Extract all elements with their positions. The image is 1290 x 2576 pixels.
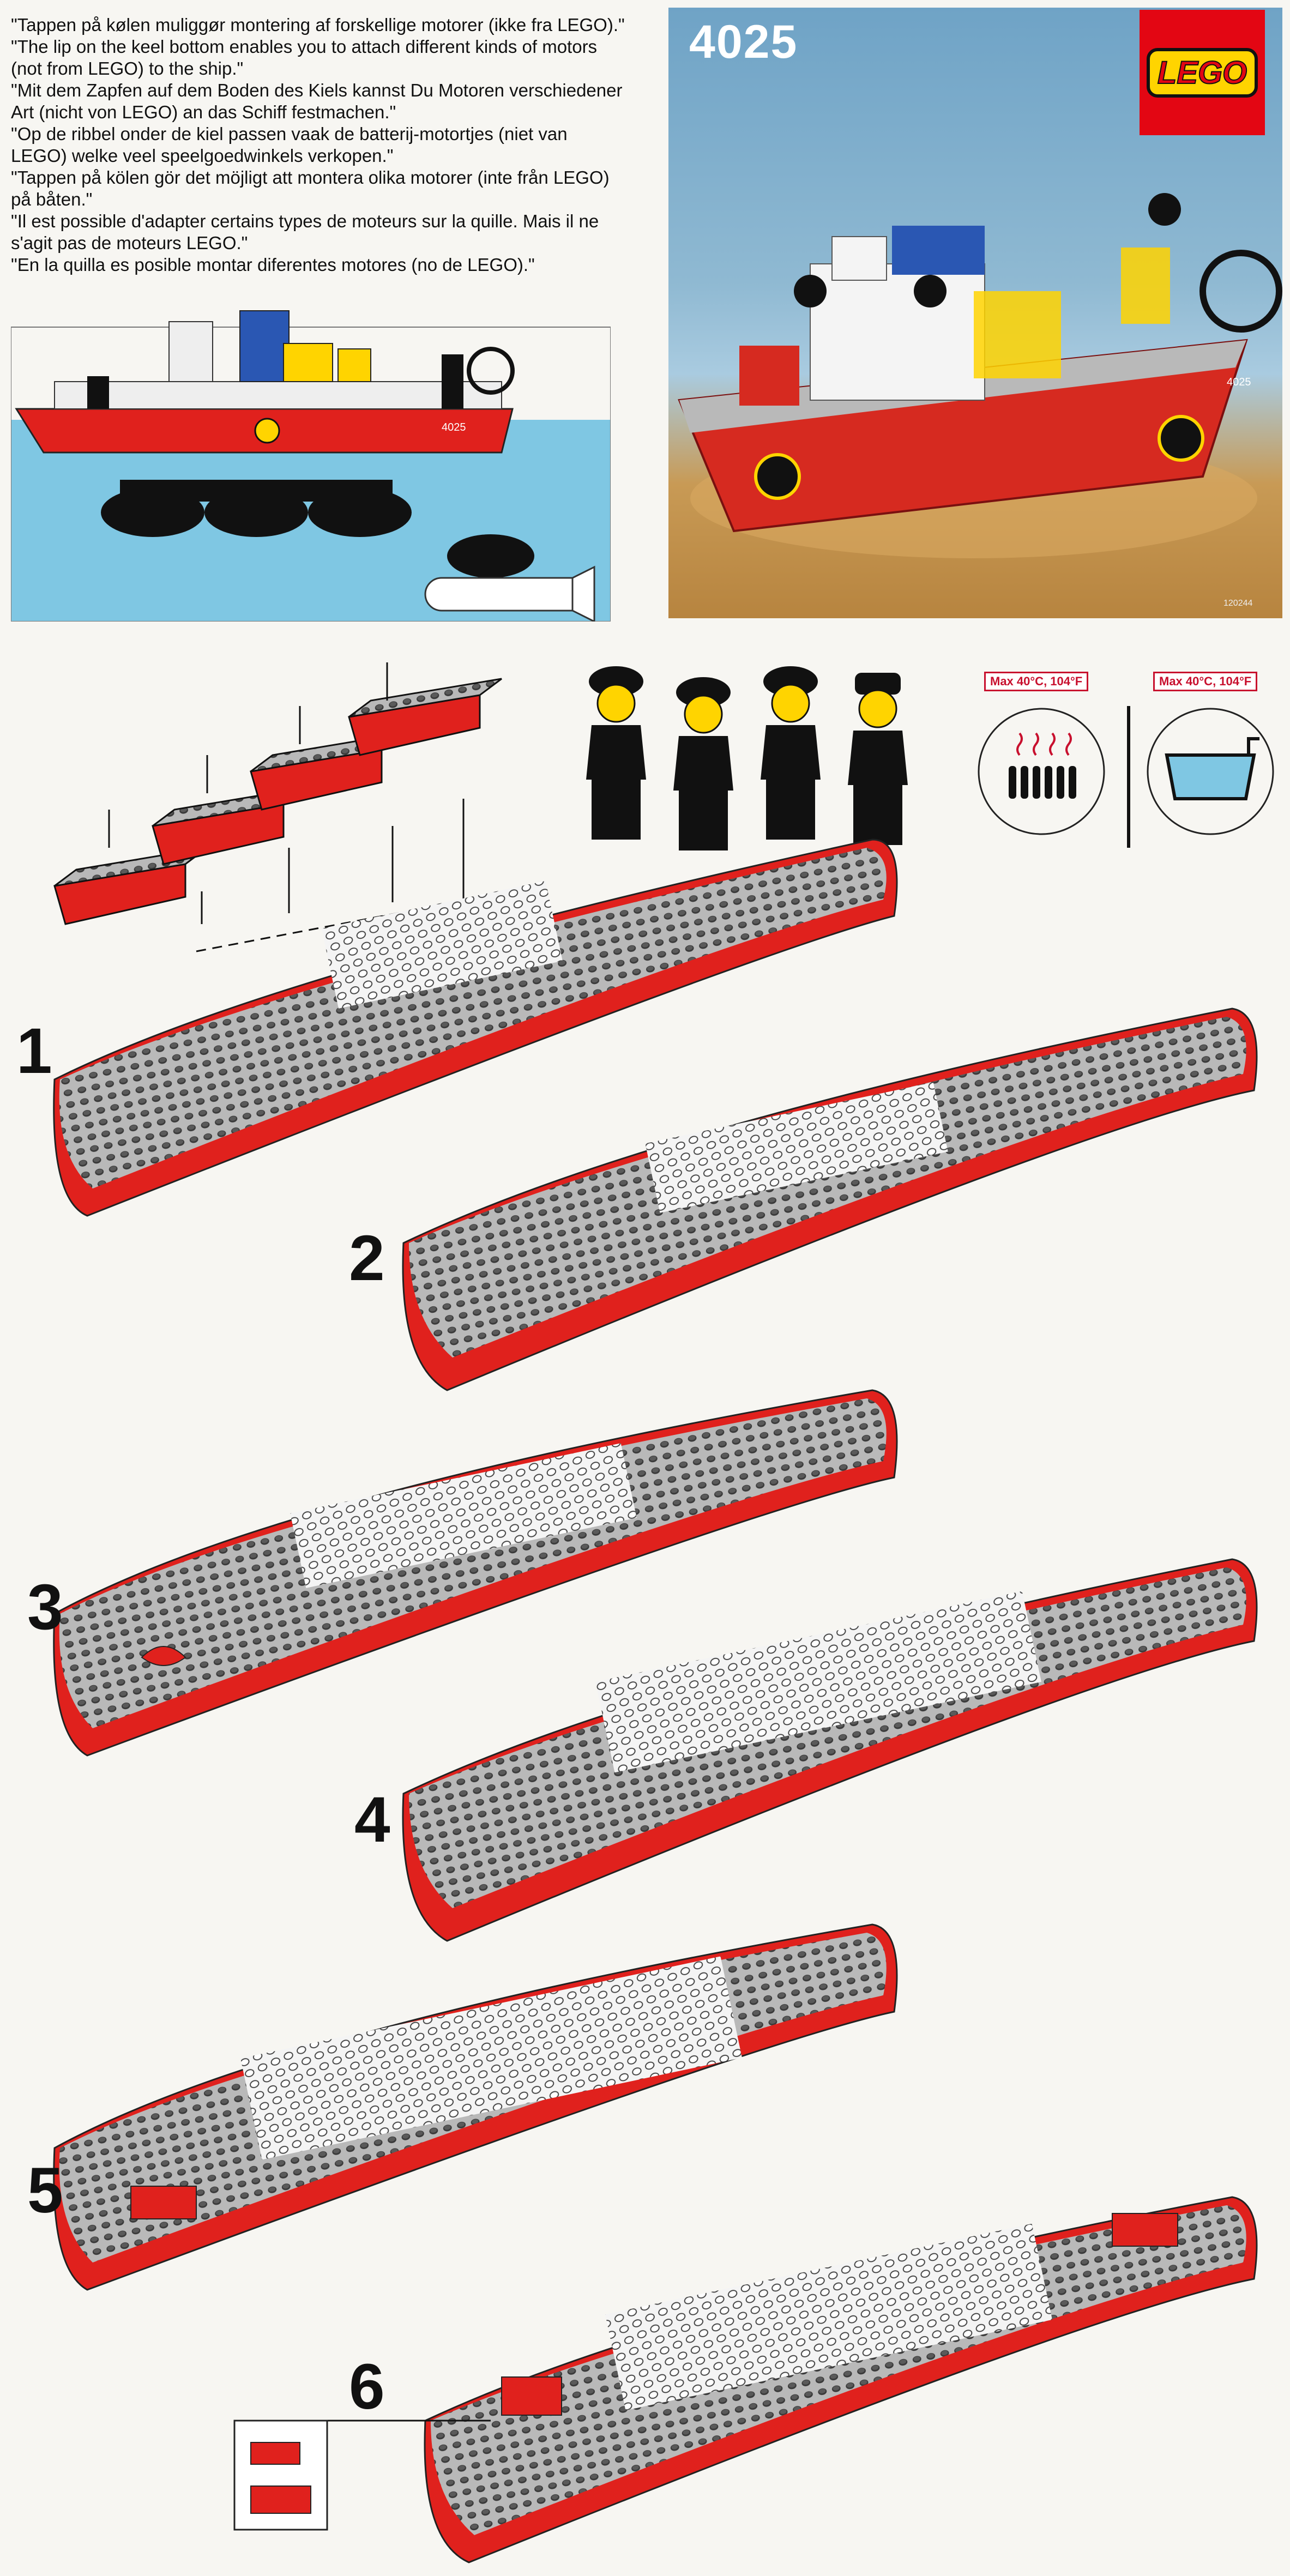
note-german: "Mit dem Zapfen auf dem Boden des Kiels … xyxy=(11,80,623,122)
firefighter-minifig-3 xyxy=(761,666,821,840)
step-4-hull xyxy=(402,1558,1258,1942)
keel-studs xyxy=(101,480,412,537)
boat-side-view xyxy=(15,310,515,454)
note-dutch: "Op de ribbel onder de kiel passen vaak … xyxy=(11,124,568,166)
step-number-6: 6 xyxy=(349,2351,385,2423)
step-number-5: 5 xyxy=(27,2155,63,2227)
cover-code: 120244 xyxy=(1223,599,1253,608)
motor-note: "Tappen på kølen muliggør montering af f… xyxy=(11,14,627,276)
step-number-1: 1 xyxy=(16,1015,52,1087)
diagram-hull-number: 4025 xyxy=(442,421,466,433)
bathtub-icon xyxy=(1147,708,1274,835)
firefighter-minifig-2 xyxy=(673,677,733,850)
note-english: "The lip on the keel bottom enables you … xyxy=(11,37,598,79)
step-6-parts-callout xyxy=(233,2420,328,2531)
step-1-hull xyxy=(53,838,898,1217)
care-dry-label: Max 40°C, 104°F xyxy=(984,672,1089,691)
step-5-hull xyxy=(53,1923,898,2291)
set-number: 4025 xyxy=(689,16,798,68)
step-number-4: 4 xyxy=(354,1784,390,1856)
care-symbols xyxy=(978,706,1274,848)
step-number-3: 3 xyxy=(27,1571,63,1643)
build-steps xyxy=(53,838,1258,2563)
step-3-hull xyxy=(53,1389,898,1757)
step-number-2: 2 xyxy=(349,1222,385,1294)
minifigures xyxy=(586,666,908,850)
hull-assembly xyxy=(53,662,513,952)
note-french: "Il est possible d'adapter certains type… xyxy=(11,211,599,253)
note-swedish: "Tappen på kölen gör det möjligt att mon… xyxy=(11,167,610,209)
captain-minifig xyxy=(848,673,908,845)
lego-logo: LEGO xyxy=(1140,10,1265,135)
note-spanish: "En la quilla es posible montar diferent… xyxy=(11,255,535,275)
radiator-icon xyxy=(978,708,1105,835)
cover-hull-number: 4025 xyxy=(1227,376,1251,388)
motor-diagram: 4025 xyxy=(11,310,611,622)
firefighter-minifig-1 xyxy=(586,666,646,840)
step-6-hull xyxy=(327,2196,1258,2563)
note-danish: "Tappen på kølen muliggør montering af f… xyxy=(11,15,625,35)
motor-attachment xyxy=(424,534,595,622)
care-wash-label: Max 40°C, 104°F xyxy=(1153,672,1258,691)
assembly-arrows xyxy=(108,662,513,952)
step-2-hull xyxy=(402,1008,1258,1391)
cover-photo xyxy=(678,193,1282,558)
lego-logo-text: LEGO xyxy=(1146,47,1258,98)
